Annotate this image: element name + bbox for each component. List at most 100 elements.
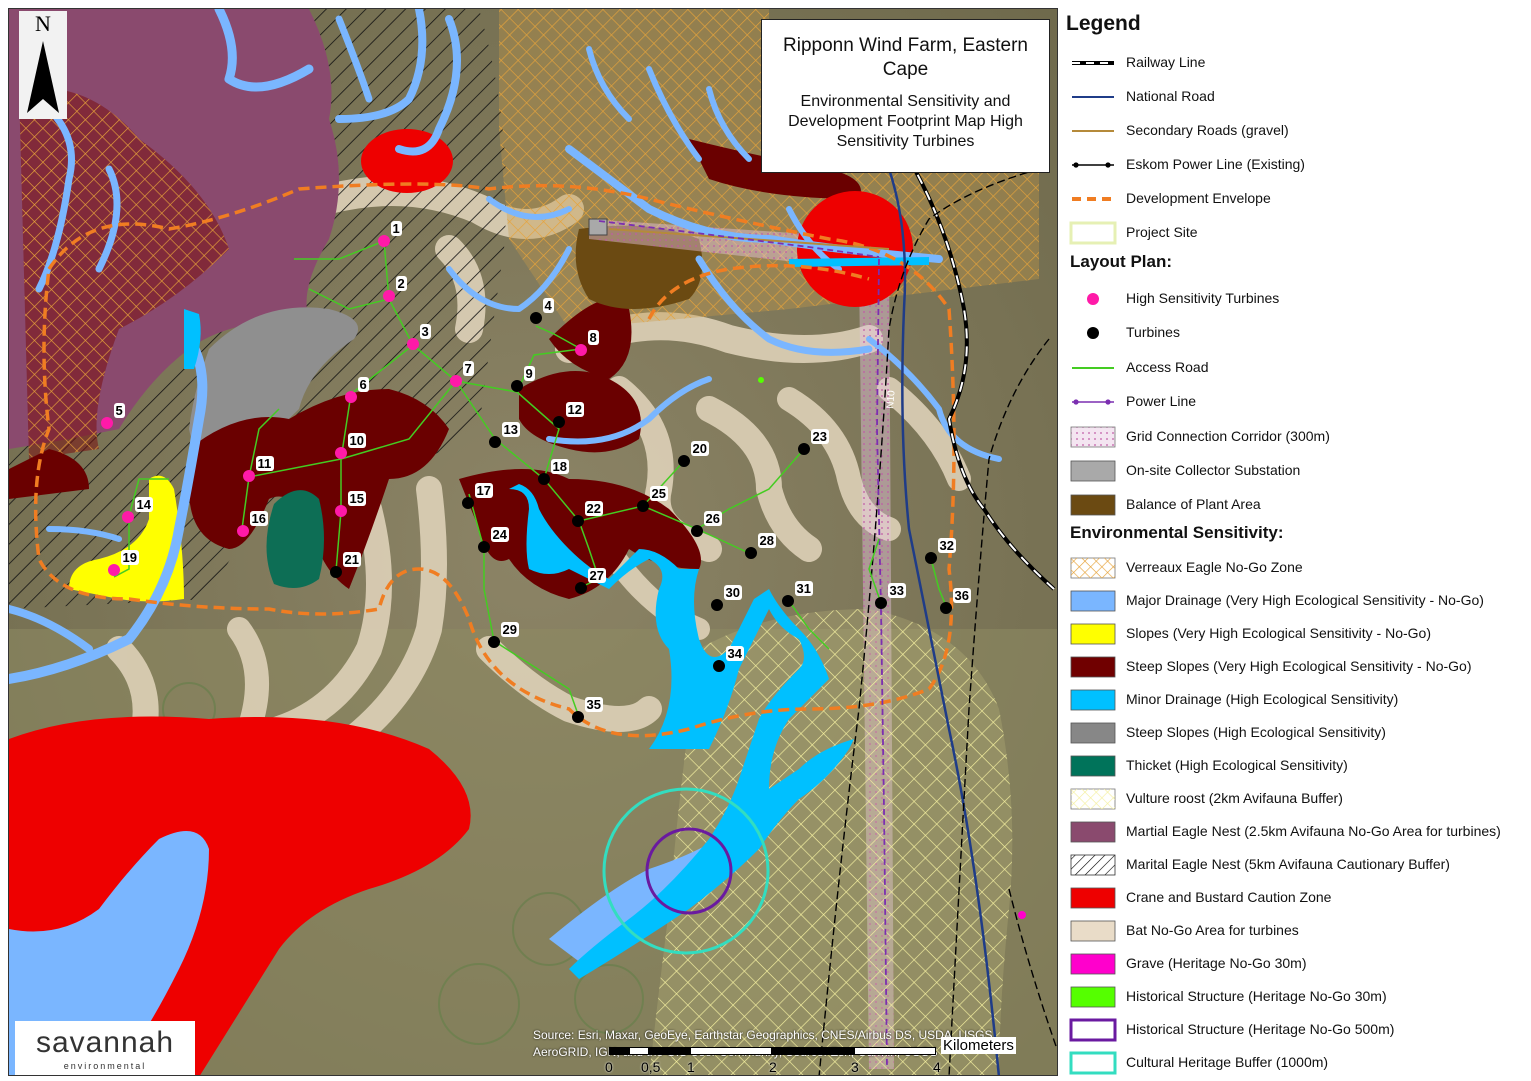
turbine[interactable] [530, 312, 542, 324]
legend-symbol-icon [1068, 918, 1118, 944]
high-sensitivity-turbine[interactable] [345, 391, 357, 403]
turbine-label: 25 [652, 486, 666, 501]
legend-item-env_items: Slopes (Very High Ecological Sensitivity… [1066, 619, 1526, 649]
legend-label: Historical Structure (Heritage No-Go 30m… [1126, 988, 1387, 1004]
legend-label: Steep Slopes (Very High Ecological Sensi… [1126, 658, 1472, 674]
turbine-label: 9 [526, 366, 533, 381]
map-title-box: Ripponn Wind Farm, Eastern Cape Environm… [761, 19, 1050, 173]
legend-symbol-icon [1068, 458, 1118, 484]
major-drainage-southwest [9, 831, 209, 1075]
turbine-label: 26 [706, 511, 720, 526]
legend-item-env_items: Major Drainage (Very High Ecological Sen… [1066, 586, 1526, 616]
minor-drainage-west [184, 309, 201, 369]
turbine[interactable] [538, 473, 550, 485]
legend-item-layout_items: Turbines [1066, 318, 1526, 348]
turbine[interactable] [925, 552, 937, 564]
logo-wordmark: savannah [35, 1026, 175, 1059]
scale-unit: Kilometers [941, 1037, 1016, 1054]
legend-symbol-icon [1068, 1017, 1118, 1043]
turbine-label: 36 [955, 588, 969, 603]
turbine[interactable] [553, 416, 565, 428]
turbine-label-bg [114, 403, 125, 418]
high-sensitivity-turbine[interactable] [335, 505, 347, 517]
legend-item-layout_items: Power Line [1066, 387, 1526, 417]
turbine[interactable] [637, 500, 649, 512]
legend-symbol-icon [1068, 951, 1118, 977]
scale-tick: 3 [851, 1059, 859, 1075]
legend-label: Grid Connection Corridor (300m) [1126, 427, 1330, 444]
turbine[interactable] [798, 443, 810, 455]
legend-item-env_items: Crane and Bustard Caution Zone [1066, 883, 1526, 913]
scale-segment [629, 1047, 649, 1055]
turbine-label: 10 [350, 433, 364, 448]
legend-label: Historical Structure (Heritage No-Go 500… [1126, 1021, 1395, 1037]
turbine[interactable] [713, 660, 725, 672]
high-sensitivity-turbine[interactable] [383, 290, 395, 302]
turbine[interactable] [575, 582, 587, 594]
legend-item-layout_items: Balance of Plant Area [1066, 490, 1526, 520]
high-sensitivity-turbine[interactable] [575, 344, 587, 356]
historical-structure-30m [758, 377, 764, 383]
scale-tick: 4 [933, 1059, 941, 1075]
turbine-label-bg [358, 377, 369, 392]
legend-symbol-icon [1068, 720, 1118, 746]
turbine[interactable] [572, 711, 584, 723]
high-sensitivity-turbine[interactable] [450, 375, 462, 387]
high-sensitivity-turbine[interactable] [407, 338, 419, 350]
legend-symbol-icon [1068, 687, 1118, 713]
scale-bar: Kilometers 0 0,5 1 2 3 4 [605, 1037, 1045, 1075]
turbine-label-bg [888, 583, 906, 598]
legend-symbol-icon [1068, 786, 1118, 812]
map-frame[interactable]: N10 [8, 8, 1058, 1076]
turbine-label: 14 [137, 497, 152, 512]
turbine-label-bg [704, 511, 722, 526]
turbine-label: 24 [493, 527, 508, 542]
legend-label: Access Road [1126, 358, 1209, 375]
legend-label: Verreaux Eagle No-Go Zone [1126, 559, 1303, 575]
turbine-label-bg [551, 459, 569, 474]
legend-item-layout_items: Grid Connection Corridor (300m) [1066, 422, 1526, 452]
high-sensitivity-turbine[interactable] [243, 470, 255, 482]
high-sensitivity-turbine[interactable] [108, 564, 120, 576]
turbine[interactable] [462, 497, 474, 509]
turbine[interactable] [745, 547, 757, 559]
turbine[interactable] [478, 541, 490, 553]
legend-label: Secondary Roads (gravel) [1126, 122, 1289, 138]
turbine[interactable] [678, 455, 690, 467]
scale-tick: 2 [769, 1059, 777, 1075]
legend-symbol-icon [1068, 1050, 1118, 1076]
turbine[interactable] [572, 515, 584, 527]
legend-label: On-site Collector Substation [1126, 462, 1301, 478]
legend-item-layout_items: On-site Collector Substation [1066, 456, 1526, 486]
turbine-label: 31 [797, 581, 811, 596]
high-sensitivity-turbine[interactable] [237, 525, 249, 537]
turbine[interactable] [691, 525, 703, 537]
turbine[interactable] [782, 595, 794, 607]
turbine-label-bg [491, 527, 509, 542]
turbine[interactable] [489, 436, 501, 448]
eskom-power-lines [818, 168, 1057, 1075]
turbine[interactable] [940, 602, 952, 614]
high-sensitivity-turbine[interactable] [122, 511, 134, 523]
scale-segment [772, 1047, 854, 1055]
turbine-label-bg [502, 422, 520, 437]
grave-no-go [1018, 911, 1026, 919]
high-sensitivity-turbine[interactable] [101, 417, 113, 429]
high-sensitivity-turbine[interactable] [335, 447, 347, 459]
map-canvas[interactable]: N10 [9, 9, 1058, 1076]
turbine-label-bg [348, 433, 366, 448]
legend-env-heading: Environmental Sensitivity: [1070, 523, 1284, 542]
high-sensitivity-turbine[interactable] [378, 235, 390, 247]
turbine-label: 35 [587, 697, 601, 712]
legend-symbol-icon [1068, 286, 1118, 312]
legend-symbol-icon [1068, 220, 1118, 246]
turbine[interactable] [488, 636, 500, 648]
legend-symbol-icon [1068, 819, 1118, 845]
legend-item-base_items: Secondary Roads (gravel) [1066, 116, 1526, 146]
legend-label: Turbines [1126, 324, 1180, 341]
turbine[interactable] [511, 380, 523, 392]
turbine[interactable] [330, 566, 342, 578]
turbine[interactable] [875, 597, 887, 609]
turbine[interactable] [711, 599, 723, 611]
legend-symbol-icon [1068, 355, 1118, 381]
